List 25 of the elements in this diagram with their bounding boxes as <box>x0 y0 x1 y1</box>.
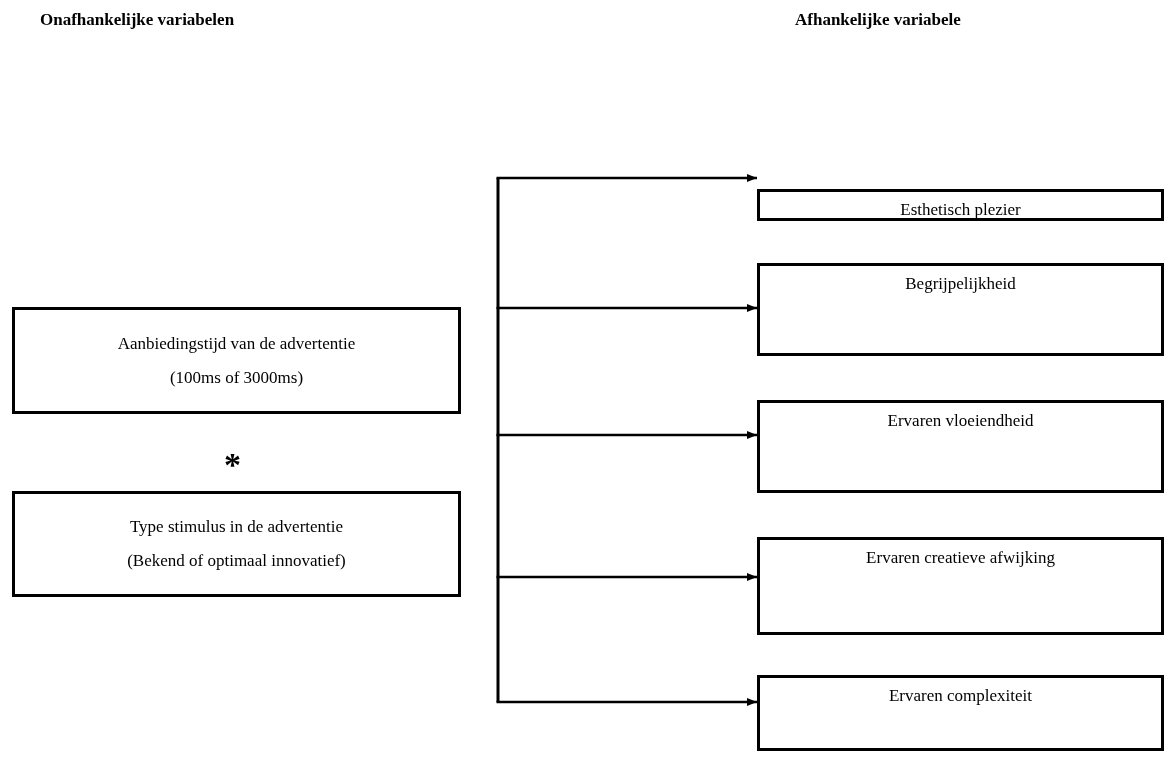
box-text: (100ms of 3000ms) <box>169 367 304 388</box>
variable-box <box>757 400 1164 493</box>
arrow <box>496 174 757 182</box>
arrow <box>496 431 757 439</box>
box-text: Ervaren complexiteit <box>889 686 1032 706</box>
column-heading: Onafhankelijke variabelen <box>40 10 235 30</box>
box-text: Ervaren creatieve afwijking <box>866 548 1055 568</box>
box-text: Type stimulus in de advertentie <box>129 517 344 537</box>
variable-box <box>757 189 1164 221</box>
box-text: (Bekend of optimaal innovatief) <box>127 551 346 571</box>
variable-box <box>757 675 1164 751</box>
box-text: Ervaren vloeiendheid <box>887 411 1034 431</box>
box-text: Aanbiedingstijd van de advertentie <box>117 333 356 354</box>
arrow <box>496 304 757 312</box>
variable-box <box>757 537 1164 635</box>
connector-trunk <box>496 178 500 702</box>
box-text: Esthetisch plezier <box>900 200 1021 220</box>
variable-box <box>12 307 461 414</box>
interaction-symbol: * <box>224 448 241 482</box>
variable-box <box>757 263 1164 356</box>
column-heading: Afhankelijke variabele <box>795 10 961 30</box>
arrow <box>496 573 757 581</box>
variable-box <box>12 491 461 597</box>
arrow <box>496 698 757 706</box>
box-text: Begrijpelijkheid <box>905 274 1016 294</box>
